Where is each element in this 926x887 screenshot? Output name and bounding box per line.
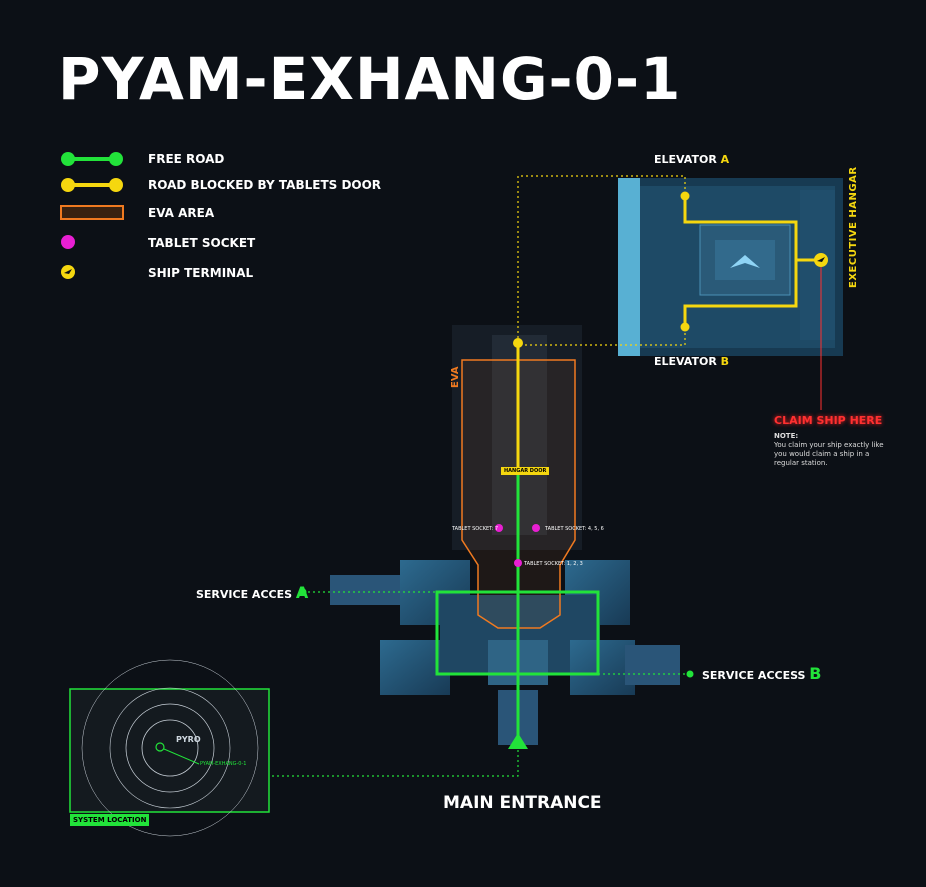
- executive-hangar-label: EXECUTIVE HANGAR: [848, 166, 859, 288]
- claim-note: NOTE: You claim your ship exactly like y…: [774, 432, 894, 468]
- claim-ship-label: CLAIM SHIP HERE: [774, 414, 883, 427]
- tablet-socket-7: [495, 524, 503, 532]
- system-minimap: [69, 659, 270, 837]
- minimap-location-name: PYAM-EXHANG-0-1: [200, 761, 247, 767]
- elevator-a-label: ELEVATOR A: [654, 153, 730, 166]
- legend-eva-area: EVA AREA: [148, 206, 215, 220]
- free-road-dotted: [272, 591, 690, 777]
- tablet-socket-456: [532, 524, 540, 532]
- eva-label: EVA: [450, 366, 461, 388]
- legend-free-road: FREE ROAD: [148, 152, 225, 166]
- eva-top-node: [513, 338, 523, 348]
- executive-hangar-block: [618, 178, 843, 356]
- service-a-node: [299, 588, 307, 596]
- tablet-socket-456-label: TABLET SOCKET: 4, 5, 6: [545, 526, 604, 532]
- hangar-door-label: HANGAR DOOR: [501, 467, 550, 475]
- service-access-a-label: SERVICE ACCES A: [196, 583, 309, 602]
- note-body: You claim your ship exactly like you wou…: [774, 441, 884, 467]
- legend-blocked-road: ROAD BLOCKED BY TABLETS DOOR: [148, 178, 382, 192]
- free-road-line: [61, 152, 123, 166]
- legend-symbols: [60, 152, 124, 279]
- system-location-label: SYSTEM LOCATION: [70, 814, 150, 826]
- elevator-a-node: [680, 191, 690, 201]
- ship-terminal-icon: [61, 265, 75, 279]
- tablet-socket-123: [514, 559, 522, 567]
- minimap-system-name: PYRO: [176, 735, 201, 744]
- service-b-node: [686, 670, 694, 678]
- legend-tablet-socket: TABLET SOCKET: [148, 236, 256, 250]
- tablet-socket-123-label: TABLET SOCKET: 1, 2, 3: [524, 561, 583, 567]
- blocked-road-line: [61, 178, 123, 192]
- ship-terminal-marker: [814, 253, 828, 267]
- blocked-road-dotted: [517, 175, 686, 346]
- service-access-b-label: SERVICE ACCESS B: [702, 664, 822, 683]
- note-title: NOTE:: [774, 432, 799, 440]
- main-entrance-label: MAIN ENTRANCE: [443, 793, 602, 813]
- main-entrance-arrow: [508, 733, 528, 749]
- free-road-route: [435, 472, 600, 745]
- tablet-socket-7-label: TABLET SOCKET: 7: [452, 526, 499, 532]
- elevator-b-label: ELEVATOR B: [654, 355, 730, 368]
- page-title: PYAM-EXHANG-0-1: [58, 45, 682, 113]
- tablet-socket-dot: [61, 235, 75, 249]
- elevator-b-node: [680, 322, 690, 332]
- legend-ship-terminal: SHIP TERMINAL: [148, 266, 254, 280]
- eva-area-rect: [60, 205, 124, 220]
